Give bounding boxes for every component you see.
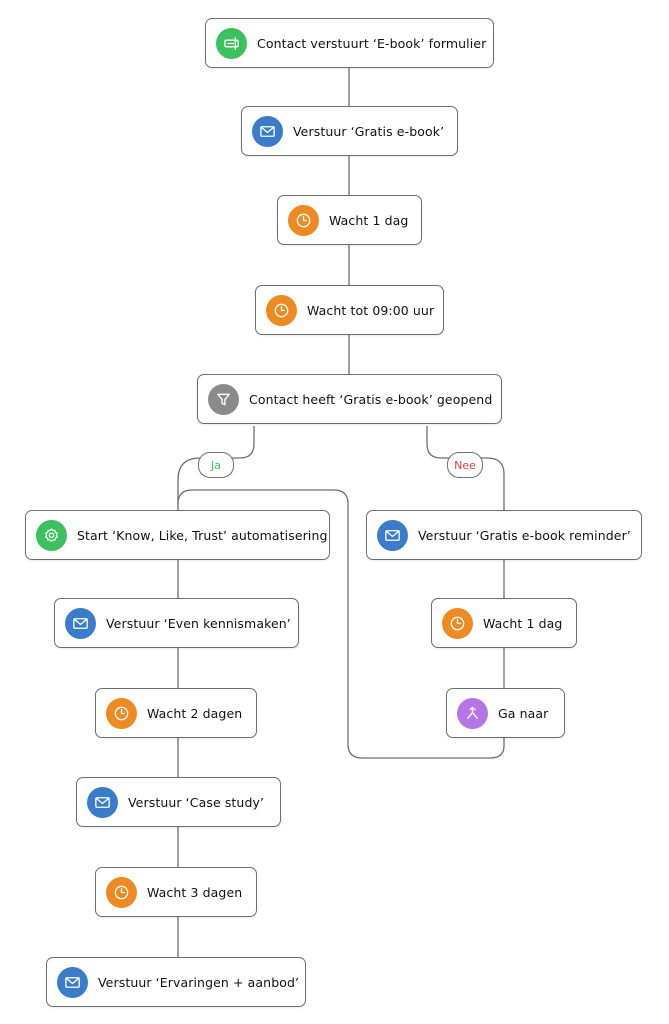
yes-branch-badge: Ja xyxy=(198,452,234,478)
goto-node[interactable]: Ga naar xyxy=(446,688,565,738)
mail-icon xyxy=(65,607,96,639)
node-label: Wacht 3 dagen xyxy=(147,884,243,900)
send-email-node[interactable]: Verstuur ‘Gratis e-book’ xyxy=(241,106,458,156)
send-email-node[interactable]: Verstuur ‘Ervaringen + aanbod’ xyxy=(46,957,306,1007)
node-label: Wacht 2 dagen xyxy=(147,705,243,721)
node-label: Verstuur ‘Gratis e-book’ xyxy=(293,123,445,139)
node-label: Wacht 1 dag xyxy=(329,212,409,228)
trigger-node[interactable]: Contact verstuurt ‘E-book’ formulier xyxy=(205,18,494,68)
form-icon xyxy=(216,27,247,59)
mail-icon xyxy=(87,786,118,818)
send-reminder-node[interactable]: Verstuur ‘Gratis e-book reminder’ xyxy=(366,510,642,560)
mail-icon xyxy=(252,115,283,147)
node-label: Wacht tot 09:00 uur xyxy=(307,302,435,318)
yes-branch-label: Ja xyxy=(211,458,221,472)
filter-icon xyxy=(208,383,239,415)
wait-node[interactable]: Wacht 1 dag xyxy=(431,598,577,648)
clock-icon xyxy=(288,204,319,236)
node-label: Start ‘Know, Like, Trust’ automatisering xyxy=(77,527,328,543)
clock-icon xyxy=(442,607,473,639)
node-label: Contact verstuurt ‘E-book’ formulier xyxy=(257,35,487,51)
clock-icon xyxy=(106,697,137,729)
node-label: Verstuur ‘Ervaringen + aanbod’ xyxy=(98,974,300,990)
send-email-node[interactable]: Verstuur ‘Case study’ xyxy=(76,777,281,827)
clock-icon xyxy=(266,294,297,326)
node-label: Wacht 1 dag xyxy=(483,615,563,631)
connector-line-goto-loop xyxy=(177,489,505,759)
start-automation-node[interactable]: Start ‘Know, Like, Trust’ automatisering xyxy=(25,510,330,560)
goto-icon xyxy=(457,697,488,729)
mail-icon xyxy=(377,519,408,551)
node-label: Contact heeft ‘Gratis e-book’ geopend xyxy=(249,391,493,407)
condition-node[interactable]: Contact heeft ‘Gratis e-book’ geopend xyxy=(197,374,502,424)
node-label: Verstuur ‘Gratis e-book reminder’ xyxy=(418,527,631,543)
node-label: Ga naar xyxy=(498,705,549,721)
wait-until-node[interactable]: Wacht tot 09:00 uur xyxy=(255,285,444,335)
wait-node[interactable]: Wacht 1 dag xyxy=(277,195,422,245)
mail-icon xyxy=(57,966,88,998)
gear-icon xyxy=(36,519,67,551)
node-label: Verstuur ‘Even kennismaken’ xyxy=(106,615,291,631)
clock-icon xyxy=(106,876,137,908)
no-branch-badge: Nee xyxy=(447,452,483,478)
wait-node[interactable]: Wacht 2 dagen xyxy=(95,688,257,738)
node-label: Verstuur ‘Case study’ xyxy=(128,794,265,810)
wait-node[interactable]: Wacht 3 dagen xyxy=(95,867,257,917)
send-email-node[interactable]: Verstuur ‘Even kennismaken’ xyxy=(54,598,299,648)
no-branch-label: Nee xyxy=(454,458,476,472)
